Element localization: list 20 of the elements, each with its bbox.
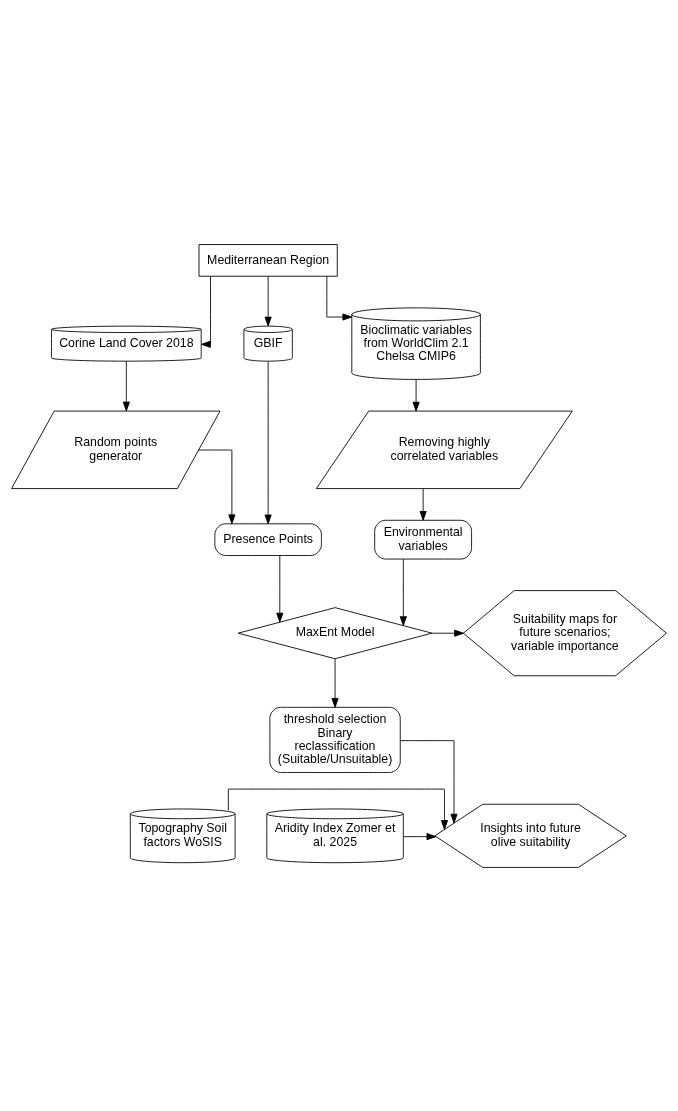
arrow [122,360,130,411]
node-box: threshold selection Binary reclassification (Suitable/Unsuitable) [269,706,401,773]
node-box: Presence Points [214,522,322,556]
arrow [400,739,458,823]
arrow [399,558,407,626]
arrow [227,788,448,830]
arrow [201,275,211,348]
arrow [198,449,236,524]
node-box: Mediterranean Region [198,243,338,277]
node-box: Environmental variables [374,519,472,559]
arrow [264,275,272,326]
arrow [403,832,437,840]
arrow [276,554,284,622]
arrow [264,360,272,524]
arrow [419,487,427,521]
node-diamond: MaxEnt Model [237,606,433,659]
arrow [431,629,464,637]
arrow [331,657,339,708]
arrow [412,378,420,411]
arrow [326,275,353,321]
